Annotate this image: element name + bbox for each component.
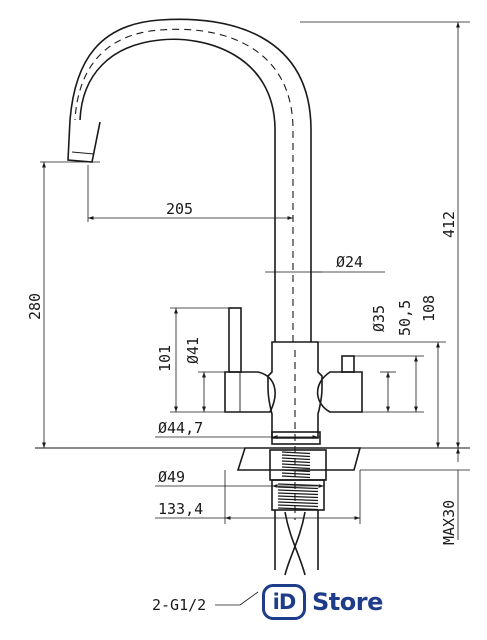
idstore-logo: iD Store — [262, 582, 383, 622]
thread-line-lower — [277, 489, 319, 493]
spout — [67, 18, 312, 342]
total-height-label: 412 — [440, 211, 458, 238]
logo-wordmark: Store — [312, 588, 383, 616]
dimension-lines — [35, 21, 470, 606]
thread-line-lower — [277, 501, 319, 505]
thread-line-upper — [281, 457, 311, 461]
thread-line-upper — [281, 463, 311, 467]
thread-line-upper — [281, 451, 311, 455]
handle-center-height-label: 50,5 — [396, 300, 414, 336]
thread-line-upper — [281, 472, 311, 476]
body-diameter-label: Ø41 — [184, 337, 202, 364]
handle-diameter-label: Ø35 — [370, 305, 388, 332]
base-plate-width-label: 133,4 — [158, 500, 203, 518]
thread-line-lower — [277, 495, 319, 499]
lever-height-label: 101 — [156, 345, 174, 372]
thread-line-lower — [277, 483, 319, 487]
connection-thread-label: 2-G1/2 — [152, 596, 206, 614]
thread-line-upper — [281, 460, 311, 464]
thread-line-upper — [281, 466, 311, 470]
max-thickness-label: MAX30 — [440, 500, 458, 545]
spout-diameter-label: Ø24 — [336, 253, 363, 271]
thread-line-lower — [277, 498, 319, 502]
thread-line-lower — [277, 486, 319, 490]
spout-reach-label: 205 — [166, 200, 193, 218]
thread-line-upper — [281, 475, 311, 479]
thread-line-lower — [277, 507, 319, 511]
base-diameter-label: Ø44,7 — [158, 419, 203, 437]
logo-badge: iD — [262, 584, 306, 620]
spout-height-label: 280 — [26, 293, 44, 320]
mixer-body — [224, 307, 363, 520]
mounting-base — [236, 447, 362, 576]
thread-line-upper — [281, 469, 311, 473]
thread-line-lower — [277, 492, 319, 496]
thread-line-lower — [277, 504, 319, 508]
body-height-label: 108 — [420, 295, 438, 322]
flange-diameter-label: Ø49 — [158, 468, 185, 486]
thread-line-upper — [281, 454, 311, 458]
